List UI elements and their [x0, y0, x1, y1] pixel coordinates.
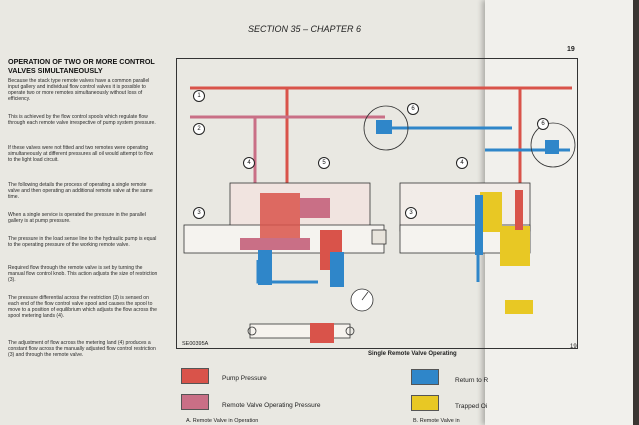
legend-swatch-trapped-oil — [411, 395, 439, 411]
paragraph-1: Because the stack type remote valves hav… — [8, 78, 150, 103]
legend-swatch-pump-pressure — [181, 368, 209, 384]
callout-6: 6 — [407, 103, 419, 115]
diagram-caption: Single Remote Valve Operating — [368, 351, 457, 357]
selector-valve — [363, 105, 409, 151]
pressure-gauge — [350, 288, 374, 312]
legend-label-pump-pressure: Pump Pressure — [222, 375, 267, 382]
page-number: 19 — [567, 46, 575, 53]
paragraph-6: The pressure in the load sense line to t… — [8, 236, 157, 249]
callout-5: 5 — [318, 157, 330, 169]
callout-3: 3 — [193, 207, 205, 219]
paragraph-4: The following details the process of ope… — [8, 182, 153, 201]
selector-valve-right — [530, 122, 576, 168]
callout-4-right: 4 — [456, 157, 468, 169]
callout-4: 4 — [243, 157, 255, 169]
valve-body-right — [399, 182, 533, 314]
paragraph-9: The adjustment of flow across the meteri… — [8, 340, 156, 359]
legend-swatch-operating-pressure — [181, 394, 209, 410]
legend-swatch-return — [411, 369, 439, 385]
paragraph-3: If these valves were not fitted and two … — [8, 145, 154, 164]
paragraph-8: The pressure differential across the res… — [8, 295, 157, 320]
callout-1: 1 — [193, 90, 205, 102]
section-header: SECTION 35 – CHAPTER 6 — [248, 24, 362, 34]
footer-note-a: A. Remote Valve in Operation — [186, 418, 259, 424]
callout-3-right: 3 — [405, 207, 417, 219]
section-heading: OPERATION OF TWO OR MORE CONTROL VALVES … — [8, 57, 155, 75]
diagram-frame — [176, 58, 578, 349]
paragraph-5: When a single service is operated the pr… — [8, 212, 146, 225]
callout-2: 2 — [193, 123, 205, 135]
paragraph-2: This is achieved by the flow control spo… — [8, 114, 156, 127]
valve-body-left — [183, 182, 387, 287]
footer-note-b: B. Remote Valve in — [413, 418, 460, 424]
legend-label-trapped-oil: Trapped Oi — [455, 403, 488, 410]
callout-6-right: 6 — [537, 118, 549, 130]
figure-code: SE00395A — [182, 341, 209, 347]
pump-pressure-lines — [190, 86, 572, 200]
legend-label-operating-pressure: Remote Valve Operating Pressure — [222, 402, 321, 409]
cylinder — [247, 323, 355, 343]
figure-number: 19 — [570, 344, 577, 350]
paragraph-7: Required flow through the remote valve i… — [8, 265, 158, 284]
legend-label-return: Return to R — [455, 377, 489, 384]
